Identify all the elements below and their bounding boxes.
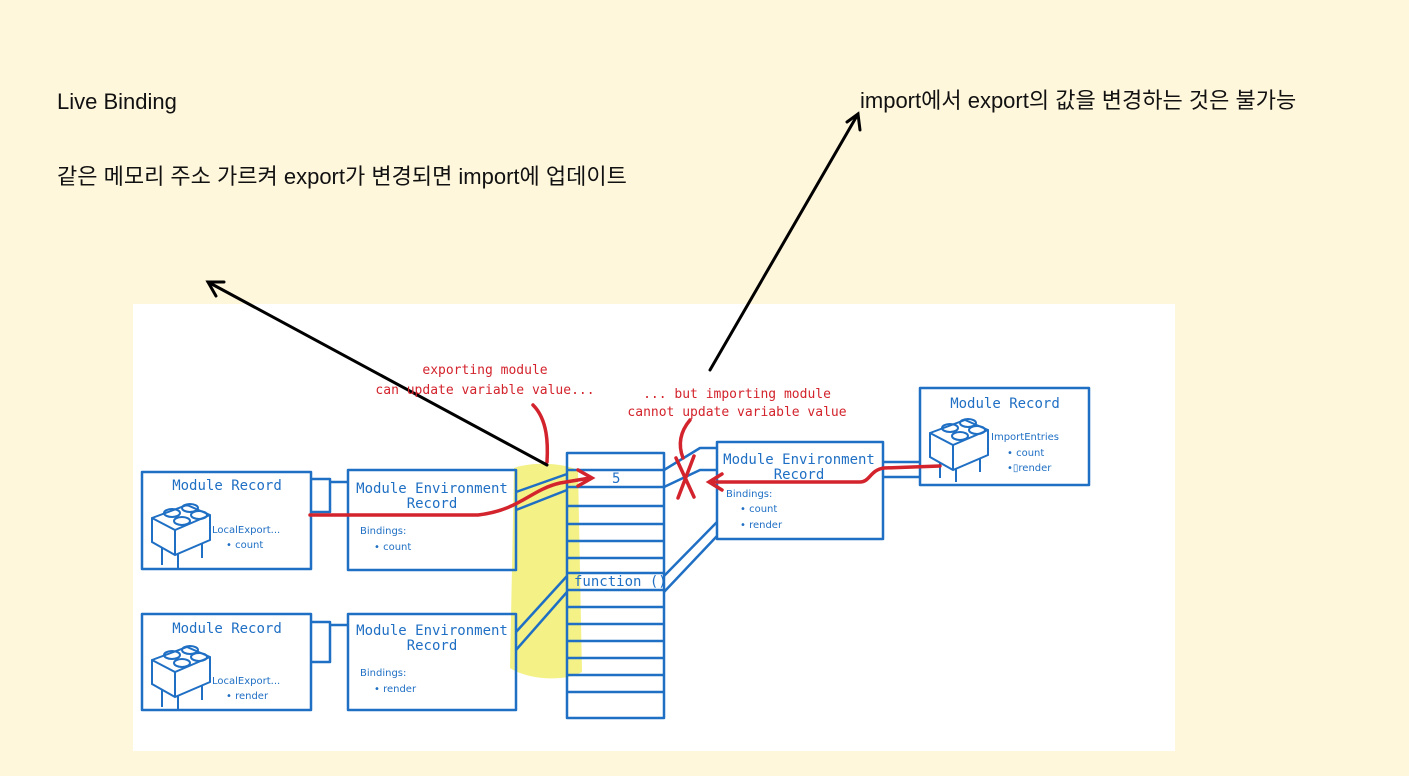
env-record-title-1a: Module Environment — [356, 481, 508, 497]
lego-icon — [929, 418, 989, 482]
cannot-change-note: import에서 export의 값을 변경하는 것은 불가능 — [860, 88, 1297, 113]
import-entries-label: ImportEntries — [991, 432, 1059, 443]
import-entry-count: • count — [1007, 448, 1044, 459]
memory-value-5: 5 — [612, 471, 620, 487]
import-entry-render: •▯render — [1007, 463, 1052, 474]
cannot-change-arrow — [708, 112, 860, 372]
env-record-title-2b: Record — [407, 638, 458, 654]
binding-render: • render — [374, 684, 417, 695]
import-update-line — [710, 464, 942, 484]
import-update-arrowhead — [705, 472, 724, 492]
memory-rows — [567, 468, 664, 694]
memory-column — [565, 451, 666, 720]
same-memory-note: 같은 메모리 주소 가르켜 export가 변경되면 import에 업데이트 — [57, 164, 627, 189]
lego-icon — [151, 645, 211, 711]
live-binding-arrow — [206, 280, 549, 467]
binding-connector-render — [515, 575, 568, 651]
import-connector-render — [663, 521, 718, 593]
module-record-title-1: Module Record — [172, 478, 282, 494]
live-binding-note: Live Binding — [57, 89, 177, 114]
record-connector-2 — [311, 620, 348, 664]
export-update-arrowhead — [576, 468, 596, 488]
import-note-line-1: ... but importing module — [643, 387, 831, 402]
export-note-line-1: exporting module — [422, 363, 547, 378]
live-binding-arrowhead — [205, 280, 226, 298]
env-record-box-1 — [346, 468, 518, 572]
bindings-label-2: Bindings: — [360, 668, 406, 679]
blocked-x-icon — [674, 454, 696, 500]
env-record-title-1b: Record — [407, 496, 458, 512]
local-export-count: • count — [226, 540, 263, 551]
import-note-line-2: cannot update variable value — [627, 405, 846, 420]
module-record-box-1 — [140, 470, 313, 571]
diagram-panel — [133, 304, 1175, 751]
import-bindings-label: Bindings: — [726, 489, 772, 500]
import-record-connector — [883, 460, 920, 479]
module-record-title-2: Module Record — [172, 621, 282, 637]
import-env-record-title-b: Record — [774, 467, 825, 483]
memory-function-label: function () — [574, 574, 667, 590]
export-update-line — [308, 476, 592, 517]
import-module-record-title: Module Record — [950, 396, 1060, 412]
import-note-pointer — [678, 418, 692, 460]
cannot-change-arrowhead — [845, 111, 862, 132]
import-connector-count — [663, 446, 717, 489]
export-note-line-2: can update variable value... — [375, 383, 594, 398]
record-connector-1 — [311, 477, 348, 514]
import-module-record-box — [918, 386, 1091, 487]
binding-count: • count — [374, 542, 411, 553]
binding-connector-count — [515, 472, 568, 512]
env-record-box-2 — [346, 612, 518, 712]
import-binding-render: • render — [740, 520, 783, 531]
import-env-record-box — [715, 440, 885, 541]
import-env-record-title-a: Module Environment — [723, 452, 875, 468]
lego-icon — [151, 503, 211, 569]
local-export-label-2: LocalExport... — [212, 676, 280, 687]
export-note-pointer — [531, 403, 550, 464]
local-export-render: • render — [226, 691, 269, 702]
bindings-label-1: Bindings: — [360, 526, 406, 537]
import-binding-count: • count — [740, 504, 777, 515]
highlight-mark — [510, 463, 582, 679]
local-export-label-1: LocalExport... — [212, 525, 280, 536]
env-record-title-2a: Module Environment — [356, 623, 508, 639]
